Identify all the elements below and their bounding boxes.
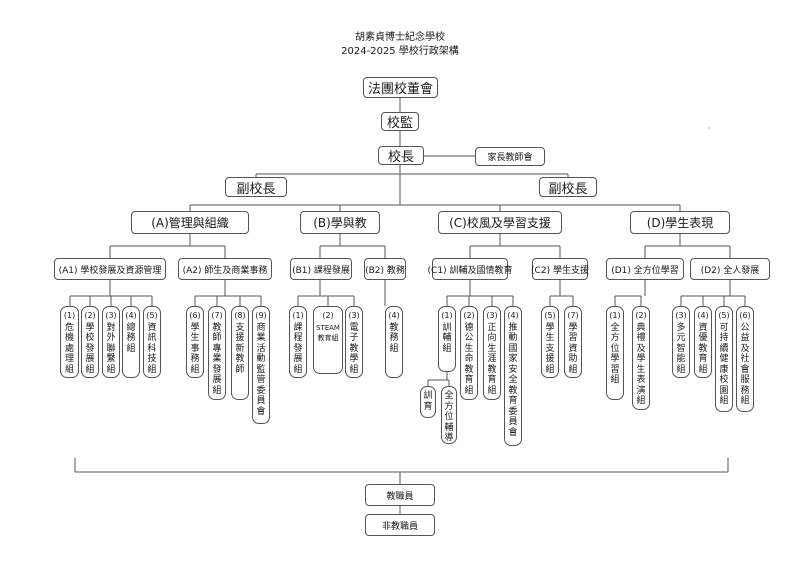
section-a1: (A1) 學校發展及資源管理 <box>54 258 166 280</box>
principal-box: 校長 <box>378 146 424 165</box>
unit-a1-5: (5)資訊科技組 <box>143 306 161 378</box>
unit-d1-2: (2)典禮及學生表演組 <box>632 306 650 410</box>
section-c1: (C1) 訓輔及國情教育 <box>428 258 512 280</box>
unit-a2-8: (8)支援新教師 <box>231 306 249 400</box>
chart-title: 2024-2025 學校行政架構 <box>341 46 459 57</box>
domain-c: (C)校風及學習支援 <box>438 211 562 234</box>
section-a2: (A2) 師生及商業事務 <box>178 258 272 280</box>
section-d2: (D2) 全人發展 <box>690 258 770 280</box>
unit-d2-5: (5)可持續健康校園組 <box>715 306 733 412</box>
unit-a1-3: (3)對外聯繫組 <box>102 306 120 378</box>
pta-box: 家長教師會 <box>475 147 545 166</box>
unit-a1-2: (2)學校發展組 <box>81 306 99 378</box>
supervisor-box: 校監 <box>381 112 419 131</box>
section-b2: (B2) 教務 <box>364 258 406 280</box>
unit-c1-4: (4)推動國家安全教育委員會 <box>504 306 522 446</box>
unit-d2-6: (6)公益及社會服務組 <box>736 306 754 412</box>
vice-principal-left: 副校長 <box>225 177 287 197</box>
subunit-counselling: 全方位輔導 <box>441 386 457 444</box>
unit-a2-6: (6)學生事務組 <box>186 306 204 378</box>
subunit-discipline: 訓育 <box>420 386 436 418</box>
unit-a2-9: (9)商業活動監管委員會 <box>252 306 270 424</box>
non-teaching-staff-box: 非教職員 <box>365 514 435 536</box>
section-c2: (C2) 學生支援 <box>531 258 589 280</box>
section-b1: (B1) 課程發展 <box>290 258 352 280</box>
unit-c1-2: (2)德公生命教育組 <box>460 306 478 400</box>
section-d1: (D1) 全方位學習 <box>606 258 684 280</box>
unit-b1-1: (1)課程發展組 <box>289 306 307 378</box>
board-box: 法團校董會 <box>363 77 438 98</box>
unit-b1-3: (3)電子教學組 <box>345 306 363 378</box>
unit-b2-4: (4)教務組 <box>385 306 403 378</box>
unit-d2-4: (4)資優教育組 <box>694 306 712 378</box>
unit-c2-5: (5)學生支援組 <box>541 306 559 378</box>
unit-c1-1: (1)訓輔組 <box>438 306 456 372</box>
unit-a2-7: (7)教師專業發展組 <box>208 306 226 400</box>
unit-b1-2: (2)STEAM教育組 <box>313 306 343 374</box>
domain-b: (B)學與教 <box>300 211 380 234</box>
domain-d: (D)學生表現 <box>630 211 730 234</box>
unit-d1-1: (1)全方位學習組 <box>606 306 624 400</box>
unit-a1-4: (4)總務組 <box>122 306 140 378</box>
staff-box: 教職員 <box>365 484 435 506</box>
unit-c2-7: (7)學習資助組 <box>564 306 582 378</box>
school-name: 胡素貞博士紀念學校 <box>355 32 445 43</box>
stray-mark: ' <box>708 126 711 135</box>
unit-d2-3: (3)多元智能組 <box>672 306 690 378</box>
unit-c1-3: (3)正向生涯教育組 <box>483 306 501 400</box>
vice-principal-right: 副校長 <box>539 177 597 197</box>
unit-a1-1: (1)危機處理組 <box>60 306 79 378</box>
domain-a: (A)管理與組織 <box>131 211 249 234</box>
